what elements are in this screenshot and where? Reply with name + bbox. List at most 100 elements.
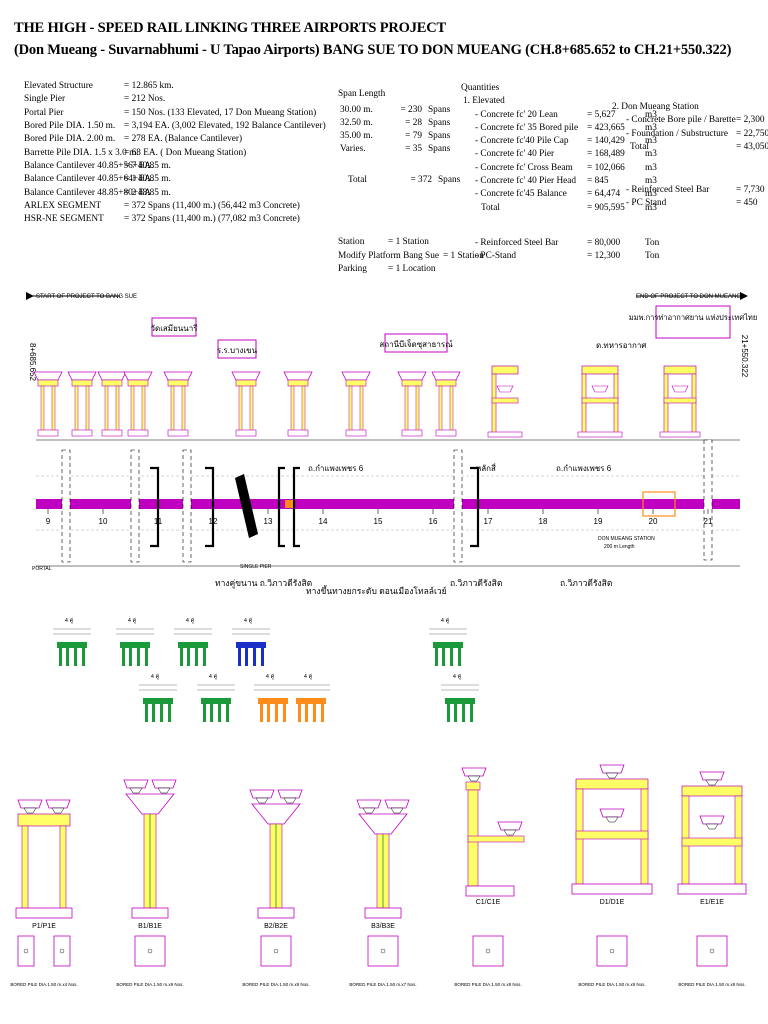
cantilever-icon: 4 คู่: [429, 618, 467, 666]
span-total-row: Total = 372 Spans: [348, 175, 461, 185]
km-label: 16: [429, 517, 438, 526]
quantities-header: Quantities: [461, 83, 500, 93]
portal-pier-elevation: [659, 365, 701, 438]
pile-cap-plan: [596, 935, 628, 967]
station-row: Modify Platform Bang Sue= 1 Station: [338, 250, 484, 261]
km-label: 20: [649, 517, 658, 526]
pile-cap-plan: [134, 935, 166, 967]
qty-row: - Concrete Bore pile / Barette= 2,300m3: [626, 115, 765, 126]
portal-pier-elevation: [577, 365, 623, 438]
svg-text:สถานีบีเจ็ดซุสาธารณ์: สถานีบีเจ็ดซุสาธารณ์: [379, 339, 453, 349]
pier-type-label: B3/B3E: [371, 923, 395, 930]
station-box-sub: 200 m Length: [604, 544, 635, 550]
cantilever-icon: 4 คู่: [53, 618, 91, 666]
svg-text:วัดเสมียนนารี: วัดเสมียนนารี: [151, 324, 199, 333]
start-arrow: START OF PROJECT TO BANG SUE: [26, 292, 137, 300]
station-box-label: DON MUEANG STATION: [598, 536, 655, 542]
single-pier-elevation: [123, 371, 153, 437]
svg-text:4 คู่: 4 คู่: [453, 674, 462, 680]
station-row: Station= 1 Station: [338, 237, 429, 247]
single-pier-elevation: [67, 371, 97, 437]
pier-type-label: D1/D1E: [600, 899, 625, 906]
km-label: 15: [374, 517, 383, 526]
qty-row: - Reinforced Steel Bar= 7,730Ton: [626, 185, 765, 196]
spec-row: Bored Pile DIA. 1.50 m.= 3,194 EA. (3,00…: [24, 121, 326, 132]
single-pier-elevation: [231, 371, 261, 437]
pier-type-label: B2/B2E: [264, 923, 288, 930]
station-footprint: [642, 491, 676, 517]
pier-type-label: B1/B1E: [138, 923, 162, 930]
landmark-station: สถานีบีเจ็ดซุสาธารณ์: [379, 333, 453, 353]
pile-cap-plan: [17, 935, 35, 967]
single-pier-elevation: [97, 371, 127, 437]
lower-label-4: ถ.วิภาวดีรังสิต: [560, 578, 612, 588]
end-chainage: 21+550.322: [740, 335, 749, 378]
pier-type-section: B1/B1E BORED PILE DIA.1.50 m.x9 Nos.: [116, 779, 184, 987]
road-label-2: หลักสี่: [476, 462, 496, 473]
start-label: START OF PROJECT TO BANG SUE: [36, 294, 137, 300]
station-row: Parking= 1 Location: [338, 264, 436, 274]
cantilever-icon: 4 คู่: [174, 618, 212, 666]
km-label: 14: [319, 517, 328, 526]
svg-text:4 คู่: 4 คู่: [244, 618, 253, 624]
cantilever-icon: 4 คู่: [116, 618, 154, 666]
spec-row: Bored Pile DIA. 2.00 m.= 278 EA. (Balanc…: [24, 134, 243, 145]
cantilever-icon: 4 คู่: [232, 618, 270, 666]
portal-label: PORTAL: [32, 566, 52, 572]
spec-row: ARLEX SEGMENT= 372 Spans (11,400 m.) (56…: [24, 201, 300, 212]
start-chainage: 8+685.652: [28, 343, 37, 382]
pier-type-section: E1/E1E BORED PILE DIA.1.50 m.x9 Nos.: [677, 771, 747, 987]
don-mueang-header: 2. Don Mueang Station: [612, 102, 699, 112]
landmark-bangkhen-school: ร.ร.บางเขน: [217, 339, 258, 359]
cantilever-icon: 4 คู่: [292, 674, 330, 722]
svg-text:4 คู่: 4 คู่: [209, 674, 218, 680]
svg-text:4 คู่: 4 คู่: [128, 618, 137, 624]
spec-row: Elevated Structure= 12.865 km.: [24, 81, 174, 91]
pile-note: BORED PILE DIA.1.50 m.x9 Nos.: [116, 982, 183, 987]
svg-text:4 คู่: 4 คู่: [441, 618, 450, 624]
track-alignment: [36, 499, 740, 509]
balance-cantilevers: 4 คู่ 4 คู่ 4 คู่ 4 คู่ 4 คู่ 4 คู่ 4 คู่ 4 คู่…: [53, 618, 479, 722]
spec-row: Barrette Pile DIA. 1.5 x 3.0 m.= 68 EA. …: [24, 147, 247, 158]
svg-text:4 คู่: 4 คู่: [65, 618, 74, 624]
pier-elevations: [33, 365, 701, 438]
lower-label-2: ทางขึ้นทางยกระดับ ดอนเมืองโทลล์เวย์: [306, 585, 447, 596]
qty-row: - PC Stand= 450Ton: [626, 198, 758, 209]
pile-note: BORED PILE DIA.1.50 m.x4 Nos.: [10, 982, 77, 987]
elevated-header: 1. Elevated: [463, 96, 505, 107]
pile-cap-plan: [260, 935, 292, 967]
svg-text:มมพ.การท่าอากาศยาน แห่งประเทศไ: มมพ.การท่าอากาศยาน แห่งประเทศไทย: [629, 313, 758, 322]
pier-type-label: E1/E1E: [700, 899, 724, 906]
spec-row: Balance Cantilever 40.85+56+40.85 m.= 7 …: [24, 161, 171, 172]
cantilever-icon: 4 คู่: [254, 674, 292, 722]
plan-view: DON MUEANG STATION 200 m Length SINGLE P…: [32, 439, 740, 572]
single-pier-elevation: [341, 371, 371, 437]
pier-type-label: P1/P1E: [32, 923, 56, 930]
km-label: 18: [539, 517, 548, 526]
km-label: 9: [46, 517, 51, 526]
svg-text:4 คู่: 4 คู่: [151, 674, 160, 680]
km-label: 12: [209, 517, 218, 526]
single-pier-elevation: [397, 371, 427, 437]
svg-text:4 คู่: 4 คู่: [186, 618, 195, 624]
single-pier-elevation: [431, 371, 461, 437]
quantities-don-mueang: 2. Don Mueang Station - Concrete Bore pi…: [612, 101, 768, 211]
portal-pier-elevation: [487, 365, 523, 438]
pile-note: BORED PILE DIA.1.50 m.x7 Nos.: [349, 982, 416, 987]
pile-cap-plan: [367, 935, 399, 967]
structure-specs: Elevated Structure= 12.865 km.Single Pie…: [24, 80, 344, 227]
km-label: 11: [154, 517, 163, 526]
pile-note: BORED PILE DIA.1.50 m.x9 Nos.: [678, 982, 745, 987]
svg-text:4 คู่: 4 คู่: [304, 674, 313, 680]
landmark-aot: มมพ.การท่าอากาศยาน แห่งประเทศไทย: [629, 305, 758, 339]
pier-type-label: C1/C1E: [476, 899, 501, 906]
